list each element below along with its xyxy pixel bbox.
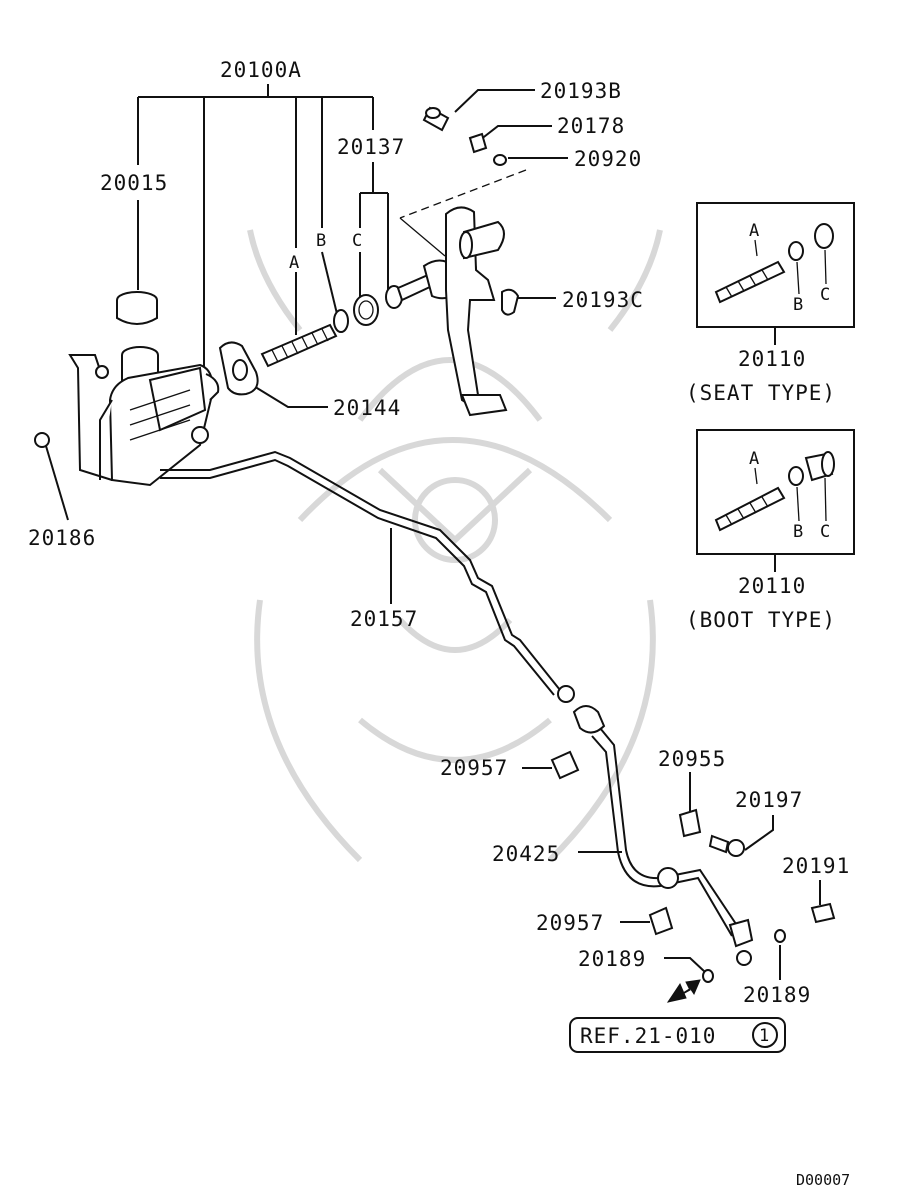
leader-lines <box>45 84 821 980</box>
sub-letter-a: A <box>289 253 299 273</box>
inset-boot-type: A B C <box>696 429 855 572</box>
sub-letter-c: C <box>352 231 362 251</box>
callout-20144: 20144 <box>333 396 401 420</box>
gasket-20144 <box>218 341 259 396</box>
hose-20425 <box>572 705 754 966</box>
callout-20955: 20955 <box>658 747 726 771</box>
callout-20189-right: 20189 <box>743 983 811 1007</box>
clutch-pedal <box>445 206 508 417</box>
clip-20957-lower <box>648 906 674 936</box>
callout-20100A: 20100A <box>220 58 302 82</box>
master-cylinder-assembly <box>68 291 220 487</box>
inset-seat-type: A B C <box>696 202 855 345</box>
inset-boot-letter-a: A <box>749 449 759 469</box>
sub-letter-b: B <box>316 231 326 251</box>
callout-20178: 20178 <box>557 114 625 138</box>
pushrod-a <box>260 323 338 368</box>
washer-20920 <box>493 154 507 166</box>
clip-20957-upper <box>550 750 580 780</box>
callout-20137: 20137 <box>337 135 405 159</box>
reference-text: REF.21-010 <box>580 1024 716 1048</box>
callout-20193C: 20193C <box>562 288 644 312</box>
washer-20189-right <box>774 929 786 943</box>
reference-circled-number: 1 <box>759 1026 769 1046</box>
inset-seat-part-no: 20110 <box>738 347 806 371</box>
pipe-20157 <box>160 450 575 703</box>
bolt-20191 <box>810 902 836 924</box>
inset-seat-letter-b: B <box>793 295 803 315</box>
inset-boot-part-no: 20110 <box>738 574 806 598</box>
inset-boot-letter-b: B <box>793 522 803 542</box>
callout-20157: 20157 <box>350 607 418 631</box>
callout-20425: 20425 <box>492 842 560 866</box>
seal-c <box>353 294 379 326</box>
clip-20178 <box>468 132 488 154</box>
callout-20193B: 20193B <box>540 79 622 103</box>
watermark-logo <box>247 229 663 863</box>
callout-20957-lower: 20957 <box>536 911 604 935</box>
nut-20186 <box>34 432 50 448</box>
front-arrow-icon <box>667 979 701 1003</box>
inset-seat-letter-a: A <box>749 221 759 241</box>
clip-b <box>333 309 349 333</box>
callout-20197: 20197 <box>735 788 803 812</box>
inset-boot-letter-c: C <box>820 522 830 542</box>
callout-20189-left: 20189 <box>578 947 646 971</box>
callout-20957-upper: 20957 <box>440 756 508 780</box>
bolt-20197 <box>708 834 745 857</box>
pin-20193B <box>422 106 450 132</box>
bracket-20955 <box>678 808 702 838</box>
reference-box[interactable]: REF.21-010 1 <box>569 1017 786 1053</box>
callout-20015: 20015 <box>100 171 168 195</box>
drawing-code: D00007 <box>796 1171 850 1187</box>
inset-boot-type-label: (BOOT TYPE) <box>686 608 836 632</box>
callout-20920: 20920 <box>574 147 642 171</box>
callout-20191: 20191 <box>782 854 850 878</box>
inset-seat-letter-c: C <box>820 285 830 305</box>
washer-20189-left <box>702 969 714 983</box>
clip-20193C <box>501 288 520 316</box>
inset-seat-type-label: (SEAT TYPE) <box>686 381 836 405</box>
callout-20186: 20186 <box>28 526 96 550</box>
